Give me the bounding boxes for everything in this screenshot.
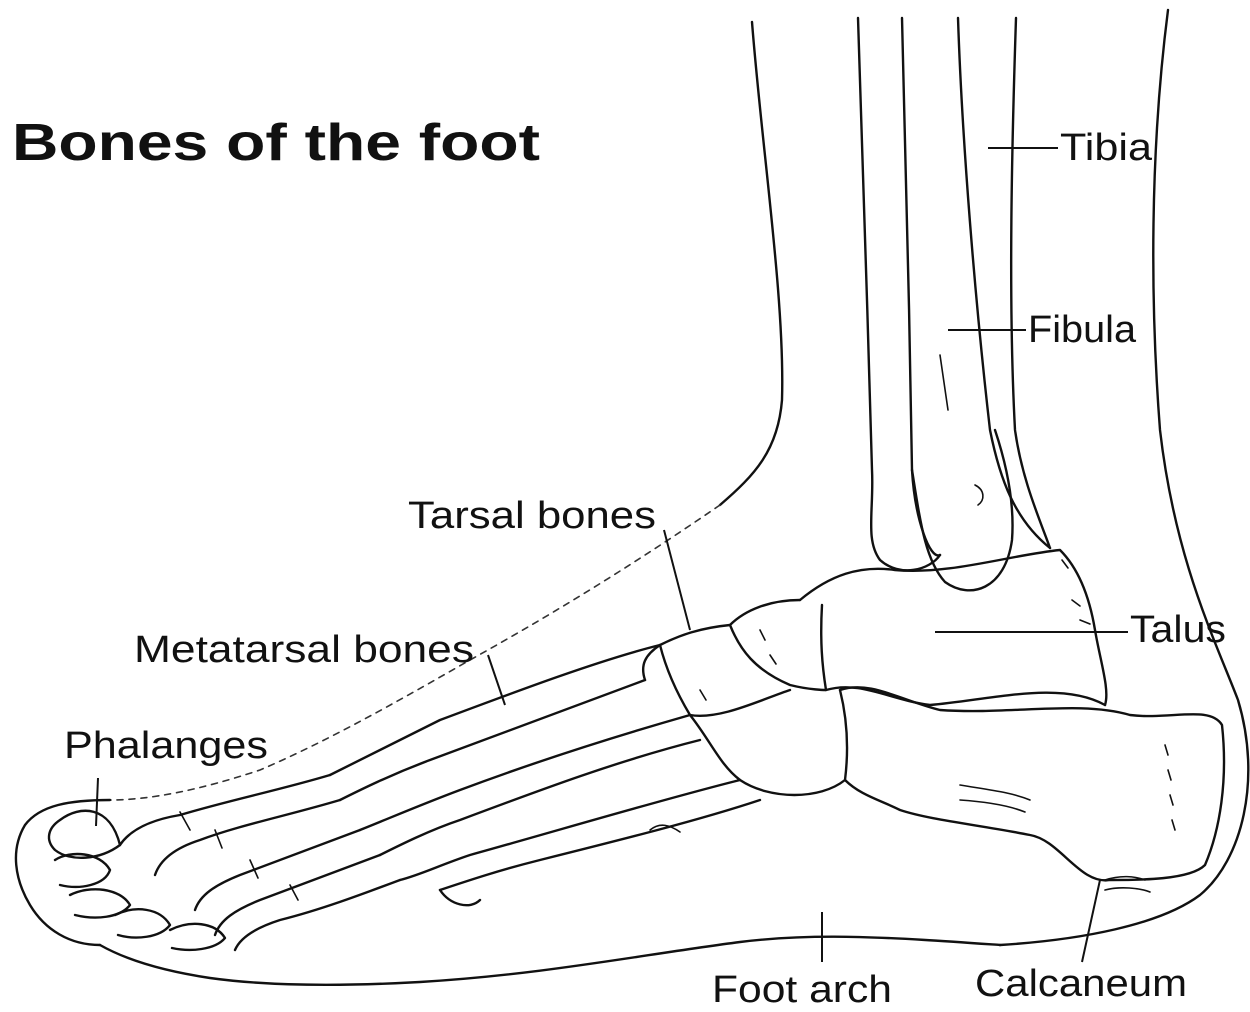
diagram-title: Bones of the foot — [12, 114, 540, 172]
label-foot-arch: Foot arch — [712, 969, 892, 1011]
label-tibia: Tibia — [1060, 127, 1153, 169]
calcaneum-leader — [1082, 880, 1100, 962]
tarsal-bones-leader — [664, 530, 690, 630]
label-tarsal-bones: Tarsal bones — [408, 495, 656, 537]
tarsal-bones — [643, 600, 847, 795]
label-phalanges: Phalanges — [64, 725, 268, 767]
metatarsal-bones — [330, 645, 760, 905]
calcaneum-bone — [840, 687, 1224, 892]
phalanges-leader — [96, 778, 98, 826]
label-fibula: Fibula — [1028, 309, 1137, 351]
label-calcaneum: Calcaneum — [975, 963, 1187, 1005]
label-metatarsal-bones: Metatarsal bones — [134, 629, 474, 671]
labels: Tibia Fibula Tarsal bones Talus Metatars… — [64, 127, 1226, 1011]
label-talus: Talus — [1130, 609, 1226, 651]
talus-bone — [800, 550, 1106, 705]
leg-front-outline — [720, 22, 782, 505]
tibia-bone — [958, 18, 1050, 548]
fibula-bone — [858, 18, 1013, 590]
metatarsal-bones-leader — [488, 655, 505, 705]
